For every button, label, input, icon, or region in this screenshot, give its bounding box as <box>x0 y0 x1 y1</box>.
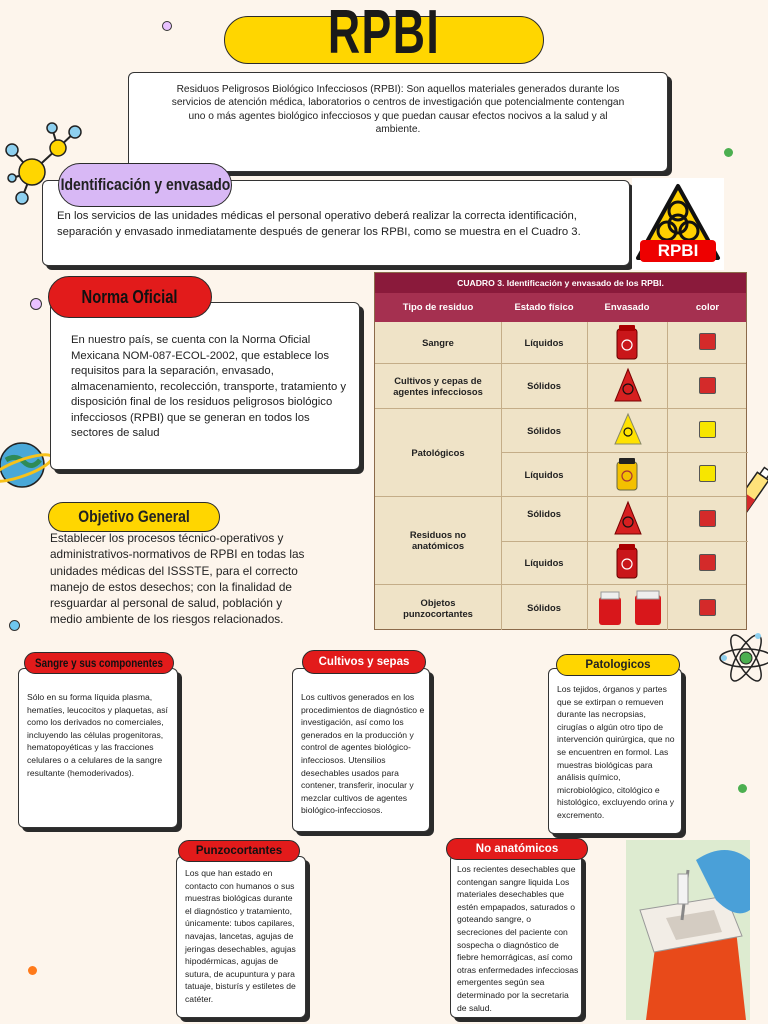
ident-heading: Identificación y envasado <box>60 175 230 194</box>
logo-label: RPBI <box>657 241 699 260</box>
cultivos-heading-pill: Cultivos y sepas <box>302 650 426 674</box>
noanat-heading: No anatómicos <box>475 843 559 855</box>
color-swatch <box>699 510 716 527</box>
norma-heading-pill: Norma Oficial <box>48 276 212 318</box>
objetivo-text: Establecer los procesos técnico-operativ… <box>50 531 305 627</box>
norma-heading: Norma Oficial <box>82 286 178 307</box>
noanat-card: Los recientes desechables que contengan … <box>450 854 582 1018</box>
punzo-heading: Punzocortantes <box>195 845 283 857</box>
definition-text: Residuos Peligrosos Biológico Infeccioso… <box>171 84 625 136</box>
table-cell-tipo: Sangre <box>422 337 454 348</box>
objetivo-heading-pill: Objetivo General <box>48 502 220 532</box>
objetivo-heading: Objetivo General <box>78 507 190 526</box>
red-container-icon <box>616 544 638 579</box>
table-cell-estado: Sólidos <box>527 602 561 613</box>
norma-text: En nuestro país, se cuenta con la Norma … <box>71 334 347 439</box>
table-cell-estado: Líquidos <box>524 337 564 348</box>
decor-dot <box>9 620 20 631</box>
objetivo-card: Establecer los procesos técnico-operativ… <box>50 530 316 640</box>
color-swatch <box>699 599 716 616</box>
color-swatch <box>699 421 716 438</box>
red-container-icon <box>616 325 638 360</box>
sharps-container-icon <box>599 590 661 625</box>
color-swatch <box>699 377 716 394</box>
cultivos-heading: Cultivos y sepas <box>318 656 410 668</box>
sangre-card: Sólo en su forma líquida plasma, hematíe… <box>18 668 178 828</box>
page-title: RPBI <box>327 0 441 67</box>
sangre-text: Sólo en su forma líquida plasma, hematíe… <box>27 692 168 778</box>
ident-heading-pill: Identificación y envasado <box>58 163 232 207</box>
red-bag-icon <box>614 500 642 535</box>
yellow-container-icon <box>616 458 638 491</box>
noanat-heading-pill: No anatómicos <box>446 838 588 860</box>
atom-illustration <box>719 633 768 682</box>
title-banner: RPBI <box>224 0 544 67</box>
red-bag-icon <box>614 367 642 402</box>
sharps-illustration <box>626 840 750 1020</box>
table-cell-estado: Sólidos <box>527 380 561 391</box>
color-swatch <box>699 333 716 350</box>
cultivos-text: Los cultivos generados en los procedimie… <box>301 692 425 816</box>
table-cell-tipo: Patológicos <box>411 446 465 458</box>
patologicos-card: Los tejidos, órganos y partes que se ext… <box>548 668 682 834</box>
yellow-bag-icon <box>614 412 642 445</box>
ident-card: En los servicios de las unidades médicas… <box>42 180 630 266</box>
color-swatch <box>699 465 716 482</box>
norma-card: En nuestro país, se cuenta con la Norma … <box>50 302 360 470</box>
punzo-heading-pill: Punzocortantes <box>178 840 300 862</box>
decor-dot <box>28 966 37 975</box>
sangre-heading: Sangre y sus componentes <box>35 656 163 670</box>
decor-dot <box>738 784 747 793</box>
table-cell-tipo: Cultivos y cepas de agentes infecciosos <box>393 374 483 397</box>
color-swatch <box>699 554 716 571</box>
ident-text: En los servicios de las unidades médicas… <box>57 210 581 238</box>
rpbi-logo: RPBI <box>632 178 724 270</box>
table-caption: CUADRO 3. Identificación y envasado de l… <box>375 273 746 293</box>
table-cell-estado: Líquidos <box>524 557 564 568</box>
sangre-heading-pill: Sangre y sus componentes <box>24 652 174 674</box>
header-estado: Estado físico <box>514 302 574 313</box>
molecule-illustration <box>5 122 82 205</box>
table-cell-estado: Líquidos <box>524 468 564 480</box>
biohazard-icon <box>636 184 720 262</box>
cultivos-card: Los cultivos generados en los procedimie… <box>292 668 430 832</box>
punzo-card: Los que han estado en contacto con human… <box>176 856 306 1018</box>
header-color: color <box>695 302 720 313</box>
table-cell-estado: Sólidos <box>527 424 561 436</box>
table-header-row: Tipo de residuo Estado físico Envasado c… <box>375 293 746 322</box>
identification-table: CUADRO 3. Identificación y envasado de l… <box>374 272 748 630</box>
patologicos-text: Los tejidos, órganos y partes que se ext… <box>557 684 675 820</box>
table-cell-tipo: Residuos no anatómicos <box>409 529 467 551</box>
decor-dot <box>162 21 172 31</box>
header-envasado: Envasado <box>604 302 650 313</box>
header-tipo: Tipo de residuo <box>402 302 474 313</box>
patologicos-heading: Patologicos <box>585 659 651 671</box>
planet-illustration <box>0 442 54 488</box>
table-cell-estado: Sólidos <box>527 507 561 519</box>
decor-dot <box>724 148 733 157</box>
patologicos-heading-pill: Patologicos <box>556 654 680 676</box>
table-cell-tipo: Objetos punzocortantes <box>403 596 473 619</box>
noanat-text: Los recientes desechables que contengan … <box>457 864 579 1013</box>
punzo-text: Los que han estado en contacto con human… <box>185 868 296 1004</box>
decor-dot <box>30 298 42 310</box>
definition-card: Residuos Peligrosos Biológico Infeccioso… <box>128 72 668 172</box>
